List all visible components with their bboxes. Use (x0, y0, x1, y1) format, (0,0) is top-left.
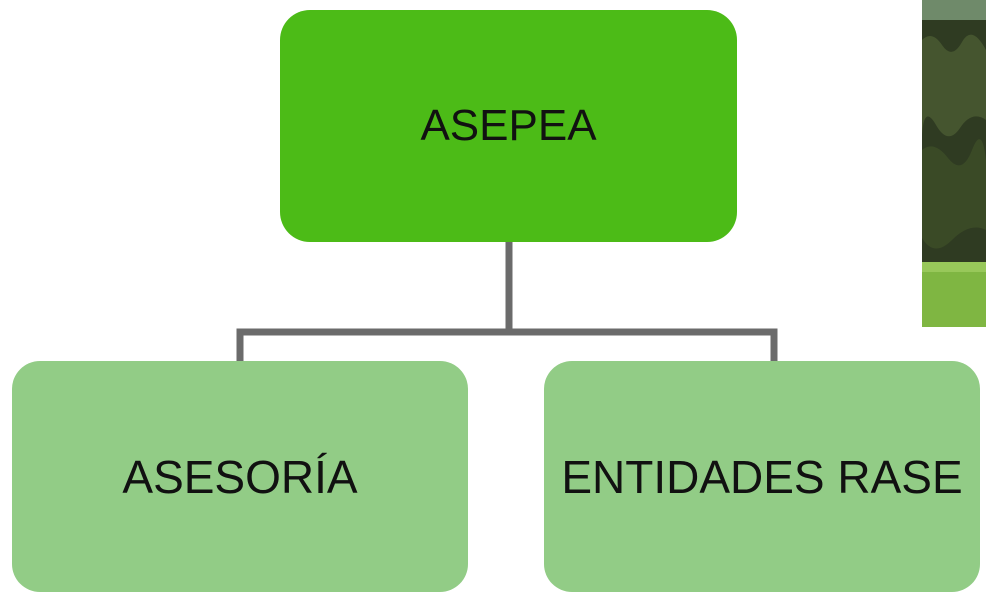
root-node-label: ASEPEA (420, 101, 597, 150)
child-node-entidades-rase: ENTIDADES RASE (544, 361, 980, 592)
child-node-asesoria: ASESORÍA (12, 361, 468, 592)
photo-tree-texture-2 (922, 139, 986, 249)
child-node-label: ASESORÍA (122, 450, 358, 503)
landscape-photo (922, 0, 986, 327)
photo-grass-highlight (922, 262, 986, 272)
connector-path (236, 238, 778, 365)
photo-tree-texture (922, 34, 986, 137)
photo-grass (922, 262, 986, 327)
root-node: ASEPEA (280, 10, 737, 242)
child-node-label: ENTIDADES RASE (561, 450, 963, 503)
